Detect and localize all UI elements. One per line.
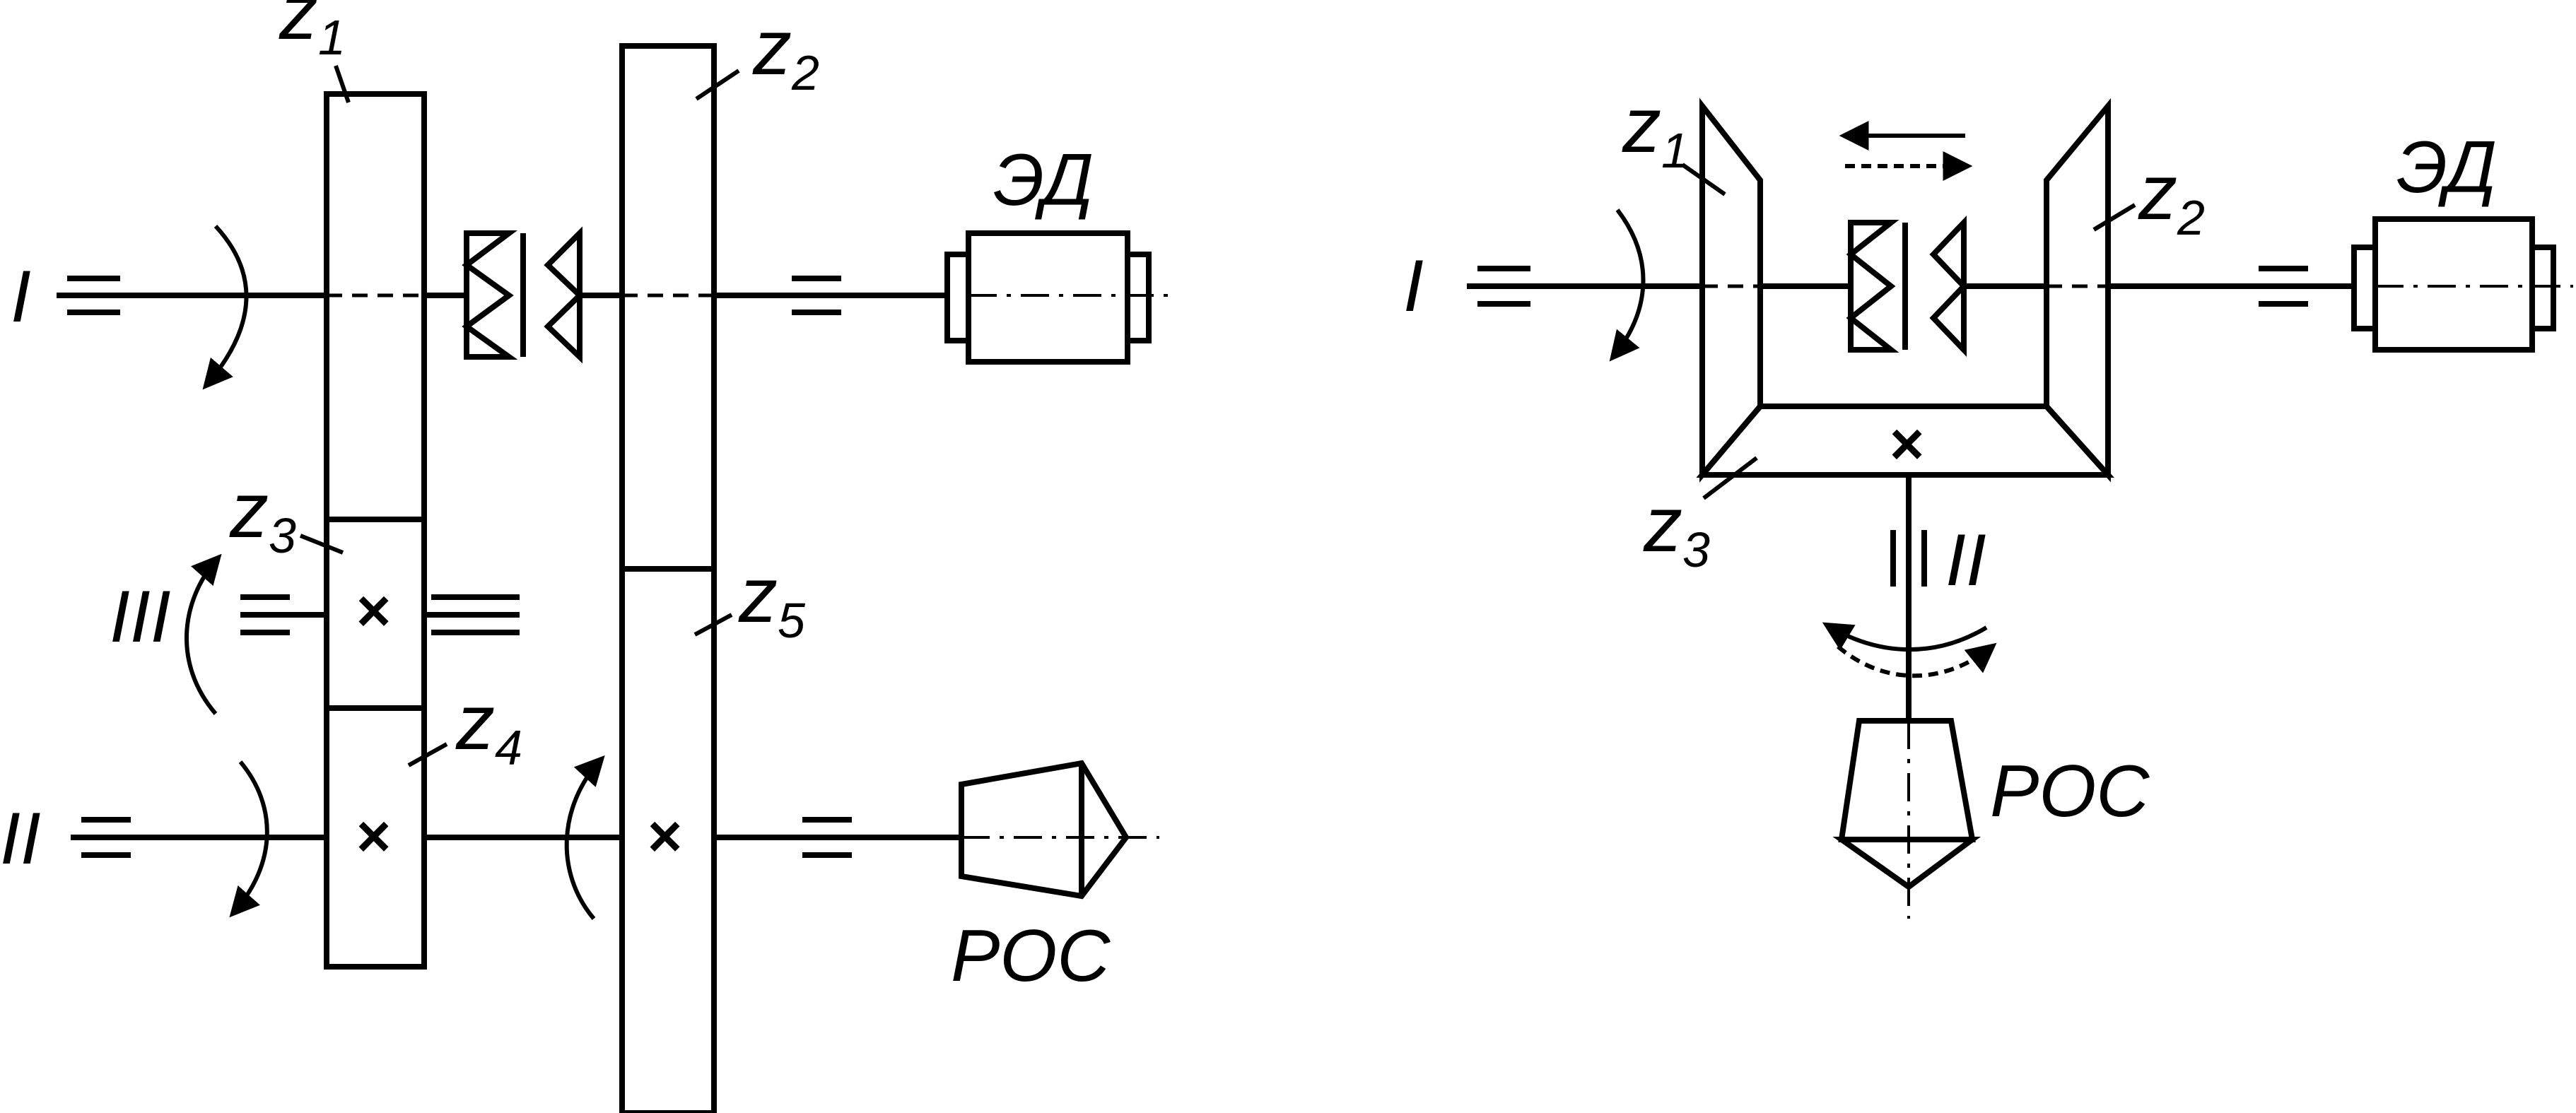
gear-label-z3-right: z3 — [1643, 456, 1758, 577]
svg-text:z3: z3 — [1643, 481, 1710, 577]
bevel-gear-z3: × — [1696, 404, 2114, 478]
gear-label-z4-left: z4 — [407, 679, 522, 775]
shaft-I-label: I — [11, 256, 31, 338]
shaft-II-rotation-arrow-dashed-right — [1837, 642, 1997, 678]
shaft-I-left: I — [11, 224, 947, 390]
shaft-II-label: II — [0, 798, 41, 880]
gear-label-z2-right: z2 — [2092, 149, 2205, 245]
motor-label-right: ЭД — [2396, 126, 2497, 208]
shaft-I-rotation-arrow — [202, 224, 249, 390]
electric-motor-right: ЭД — [2351, 126, 2573, 353]
gear-z5-letter: z — [738, 552, 778, 639]
gear-label-z3-left: z3 — [229, 467, 344, 563]
svg-text:z1: z1 — [1622, 82, 1689, 178]
shaft-III-left: III — [110, 553, 520, 715]
shaft-I-right: I — [1403, 208, 2354, 362]
svg-text:z1: z1 — [279, 0, 346, 65]
gear-z3-letter-right: z — [1643, 481, 1682, 568]
shaft-II-bearing-cross: × — [356, 803, 391, 869]
svg-text:z3: z3 — [229, 467, 296, 563]
gear-z4-subscript: 4 — [495, 720, 522, 775]
sensor-label-right: РОС — [1990, 750, 2150, 832]
svg-text:z2: z2 — [752, 4, 819, 100]
gear-z5-subscript: 5 — [778, 593, 806, 648]
gear-z1-subscript-right: 1 — [1661, 123, 1689, 178]
gear-z2-letter: z — [752, 4, 792, 91]
shaft-II-bearing-cross-right: × — [1890, 411, 1924, 477]
shaft-I-label-right: I — [1403, 245, 1424, 327]
gear-label-z5-left: z5 — [693, 552, 806, 648]
shaft-III-rotation-arrow — [184, 553, 222, 715]
shaft-II-right: II — [1822, 475, 1997, 721]
gear-z3-subscript-right: 3 — [1682, 522, 1710, 577]
gear-z3-subscript: 3 — [269, 508, 296, 563]
shift-direction-arrows — [1839, 121, 1973, 181]
left-gearbox-diagram: I × × × ЭД — [0, 0, 1177, 1113]
gear-z2-subscript-right: 2 — [2177, 190, 2205, 245]
claw-clutch-right — [1846, 216, 1968, 357]
right-bevel-gearbox-diagram: I × — [1403, 82, 2573, 919]
shaft-II-z5-cross: × — [648, 803, 682, 869]
shaft-II-left: II — [0, 755, 961, 920]
shaft-III-label: III — [110, 576, 171, 658]
gear-column-z1-z3-z4: × × — [324, 91, 427, 970]
svg-text:z2: z2 — [2138, 149, 2205, 245]
sensor-ros-left: РОС — [951, 760, 1159, 997]
gear-label-z1-left: z1 — [279, 0, 351, 103]
shaft-II-rotation-arrow — [229, 760, 269, 918]
shaft-I-rotation-arrow-right — [1609, 208, 1646, 362]
gear-label-z1-right: z1 — [1622, 82, 1726, 196]
gear-z2-subscript: 2 — [791, 45, 819, 100]
gear-label-z2-left: z2 — [695, 4, 819, 101]
shaft-II-z5-rotation-arrow — [564, 755, 605, 920]
motor-label-left: ЭД — [993, 139, 1094, 221]
gear-z1-letter-right: z — [1622, 82, 1661, 169]
gear-z2-letter-right: z — [2138, 149, 2177, 236]
sensor-label-left: РОС — [951, 915, 1111, 997]
sensor-ros-right: РОС — [1832, 718, 2150, 919]
gear-z1-letter: z — [279, 0, 318, 56]
svg-text:z4: z4 — [455, 679, 522, 775]
gear-z3-letter: z — [229, 467, 269, 554]
claw-clutch-left — [462, 226, 584, 364]
shaft-III-bearing-cross: × — [356, 577, 391, 644]
gear-z4-letter: z — [455, 679, 495, 766]
gear-z1-subscript: 1 — [318, 10, 346, 65]
electric-motor-left: ЭД — [944, 139, 1177, 365]
svg-text:z5: z5 — [738, 552, 806, 648]
shaft-II-label-right: II — [1945, 519, 1986, 601]
gear-column-z2-z5: × — [619, 43, 717, 1113]
shaft-II-rotation-arrow-right — [1822, 622, 1988, 652]
